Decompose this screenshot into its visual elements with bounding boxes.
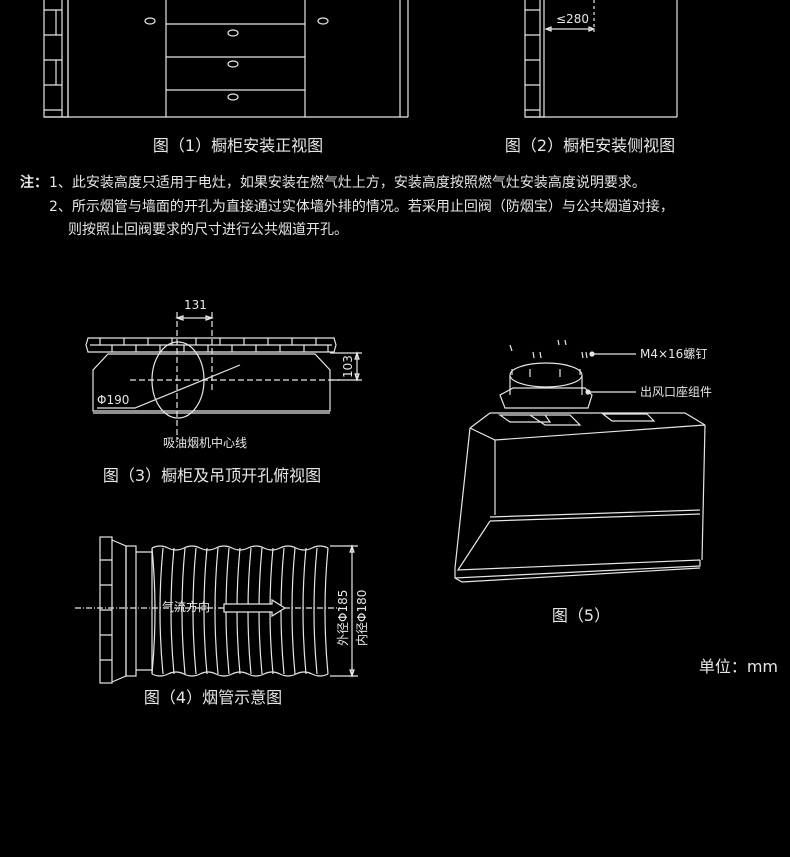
fig3-width-dimension: 131 — [184, 298, 207, 312]
fig5-range-hood — [454, 339, 706, 583]
unit-label: 单位：mm — [698, 657, 778, 676]
fig3-ceiling-top-view — [85, 312, 362, 440]
fig4-outer-diameter: 外径Φ185 — [336, 589, 350, 646]
note-2: 2、所示烟管与墙面的开孔为直接通过实体墙外排的情况。若采用止回阀（防烟宝）与公共… — [49, 199, 674, 215]
fig1-cabinet-front-view — [43, 0, 409, 118]
note-3: 则按照止回阀要求的尺寸进行公共烟道开孔。 — [68, 222, 348, 238]
fig3-height-dimension: 103 — [341, 355, 355, 378]
fig4-pipe-diagram — [75, 536, 358, 684]
fig1-caption: 图（1）橱柜安装正视图 — [152, 136, 324, 155]
fig4-airflow-label: 气流方向 — [162, 600, 211, 614]
notes-prefix: 注： — [20, 175, 48, 191]
fig5-outlet-label: 出风口座组件 — [640, 385, 713, 399]
fig5-screw-label: M4×16螺钉 — [640, 347, 708, 361]
fig3-centerline-label: 吸油烟机中心线 — [163, 436, 248, 450]
fig2-caption: 图（2）橱柜安装侧视图 — [504, 136, 676, 155]
fig3-hole-diameter: Φ190 — [97, 393, 130, 407]
fig2-dimension-label: ≤280 — [556, 12, 589, 26]
fig5-caption: 图（5） — [551, 606, 611, 625]
fig4-caption: 图（4）烟管示意图 — [143, 688, 283, 707]
fig4-inner-diameter: 内径Φ180 — [355, 589, 369, 646]
fig3-caption: 图（3）橱柜及吊顶开孔俯视图 — [102, 466, 322, 485]
note-1: 1、此安装高度只适用于电灶，如果安装在燃气灶上方，安装高度按照燃气灶安装高度说明… — [49, 175, 646, 191]
fig2-cabinet-side-view — [524, 0, 678, 118]
